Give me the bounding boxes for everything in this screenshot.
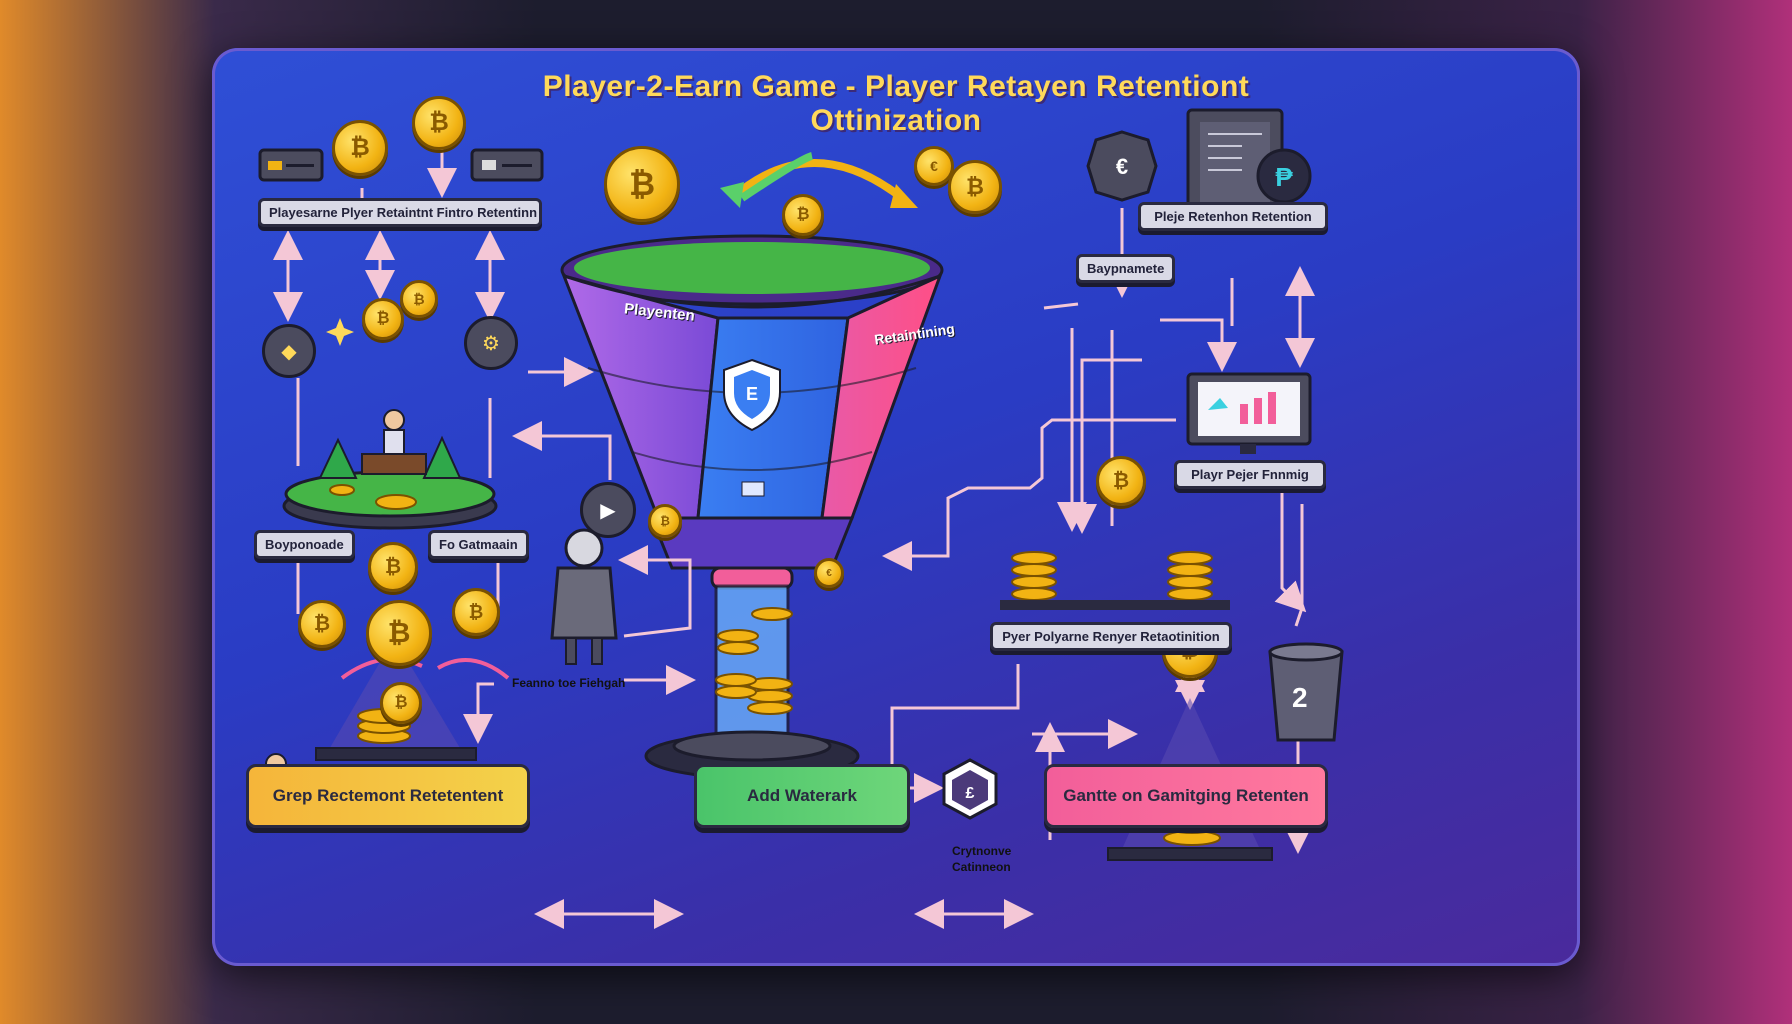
- bitcoin-coin-icon: ₿: [648, 504, 682, 538]
- number-box: [1268, 642, 1344, 742]
- number-box-label: 2: [1292, 682, 1308, 713]
- monitor-left: [258, 148, 324, 182]
- diamond-node-button[interactable]: ◆: [262, 324, 316, 378]
- analytics-monitor: [1186, 372, 1312, 454]
- left-small-label-1: Boyponoade: [254, 530, 355, 559]
- crypto-caption-1: Crytnonve: [952, 844, 1012, 858]
- bitcoin-coin-icon: ₿: [366, 600, 432, 666]
- tube-coins: [715, 607, 793, 715]
- title-line-2: Ottinization: [810, 104, 982, 137]
- bitcoin-coin-icon: €: [914, 146, 954, 186]
- monitor-bar-label: Playr Pejer Fnnmig: [1174, 460, 1326, 489]
- bitcoin-coin-icon: ₿: [368, 542, 418, 592]
- bitcoin-coin-icon: ₿: [948, 160, 1002, 214]
- left-small-label-2: Fo Gatmaain: [428, 530, 529, 559]
- crypto-token-icon: €: [1086, 130, 1158, 202]
- retention-right-button[interactable]: Gantte on Gamitging Retenten: [1044, 764, 1328, 828]
- svg-text:€: €: [1116, 154, 1128, 179]
- svg-text:£: £: [966, 785, 975, 802]
- bitcoin-coin-icon: ₿: [380, 682, 422, 724]
- bitcoin-coin-icon: ₿: [400, 280, 438, 318]
- figure-caption: Feanno toe Fiehgah: [512, 676, 626, 690]
- bitcoin-coin-icon: ₿: [452, 588, 500, 636]
- svg-text:₱: ₱: [1275, 162, 1293, 192]
- right-small-label: Baypnamete: [1076, 254, 1176, 283]
- bitcoin-coin-icon: ₿: [332, 120, 388, 176]
- add-watermark-button[interactable]: Add Waterark: [694, 764, 910, 828]
- bitcoin-coin-icon: ₿: [412, 96, 466, 150]
- bitcoin-coin-icon: ₿: [1096, 456, 1146, 506]
- bitcoin-coin-icon: ₿: [362, 298, 404, 340]
- bitcoin-coin-icon: ₿: [604, 146, 680, 222]
- bitcoin-coin-icon: €: [814, 558, 844, 588]
- middle-right-label: Pyer Polyarne Renyer Retaotinition: [990, 622, 1232, 651]
- diagram-graphics: E: [258, 108, 1344, 929]
- right-server-monitor: ₱: [1186, 108, 1312, 220]
- crypto-caption-2: Catinneon: [952, 860, 1011, 874]
- coin-stacks-right: [1000, 551, 1230, 610]
- title-line-1: Player-2-Earn Game - Player Retayen Rete…: [542, 70, 1250, 103]
- top-left-label: Playesarne Plyer Retaintnt Fintro Retent…: [258, 198, 542, 227]
- sparkle-icon: [326, 318, 354, 346]
- svg-text:E: E: [746, 384, 758, 404]
- bitcoin-coin-icon: ₿: [782, 194, 824, 236]
- game-platform: [282, 409, 498, 530]
- top-right-label: Pleje Retenhon Retention: [1138, 202, 1328, 231]
- play-button[interactable]: ▶: [580, 482, 636, 538]
- diagram-panel: Player-2-Earn Game - Player Retayen Rete…: [212, 48, 1580, 966]
- crypto-hex-icon: £: [942, 758, 998, 820]
- player-figure: [550, 528, 618, 665]
- monitor-right: [470, 148, 544, 182]
- retention-left-button[interactable]: Grep Rectemont Retetentent: [246, 764, 530, 828]
- bitcoin-coin-icon: ₿: [298, 600, 346, 648]
- gear-node-button[interactable]: ⚙: [464, 316, 518, 370]
